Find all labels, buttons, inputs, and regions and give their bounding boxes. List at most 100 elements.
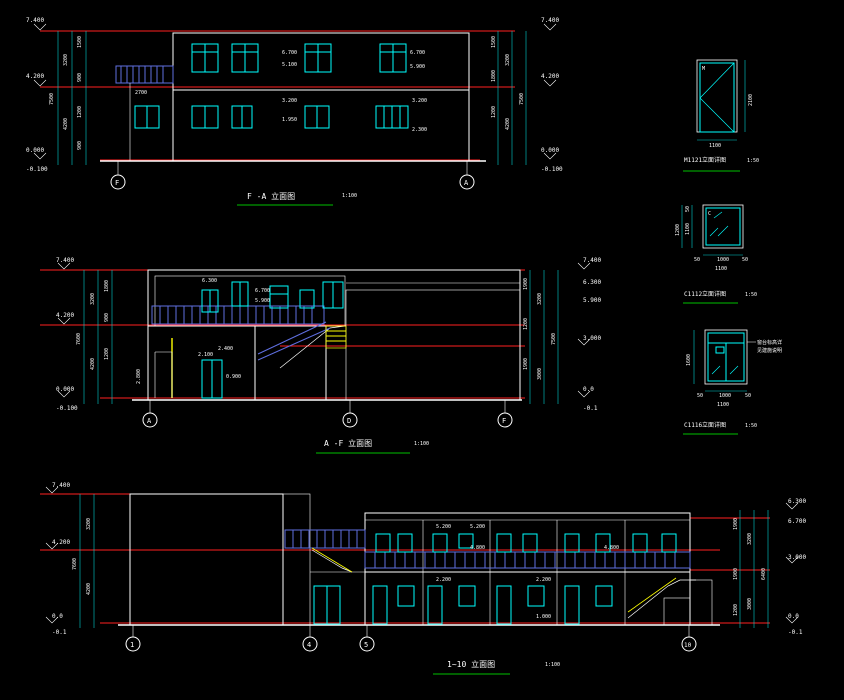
b-axis-label-5: 5 xyxy=(364,641,368,649)
af-elev-right-top: 7.400 xyxy=(583,257,601,264)
af-dim-r-b: 1200 xyxy=(523,318,529,330)
view-title-fa: F -A 立面图 xyxy=(247,191,295,201)
b-label-2200: 2.200 xyxy=(436,577,451,583)
b-dim-3200: 3200 xyxy=(86,518,92,530)
b-label-5200: 5.200 xyxy=(436,524,451,530)
b-label-4800: 4.800 xyxy=(470,545,485,551)
af-label-6700: 6.700 xyxy=(255,288,270,294)
c1116-width: 1100 xyxy=(717,402,729,408)
elev-left-0: 0.000 xyxy=(26,147,44,154)
af-axis-bubble-a xyxy=(142,412,158,428)
dim-fa-7500: 7500 xyxy=(49,93,55,105)
af-label-2100: 2.100 xyxy=(198,352,213,358)
b-dim-r-f: 6400 xyxy=(761,568,767,580)
b-label-4800-b: 4.800 xyxy=(604,545,619,551)
label-5900: 5.900 xyxy=(410,64,425,70)
label-2300: 2.300 xyxy=(412,127,427,133)
elev-left-7400: 7.400 xyxy=(26,17,44,24)
af-dim-r-f: 7500 xyxy=(551,333,557,345)
axis-bubble-f xyxy=(110,174,126,190)
elev-left-neg: -0.100 xyxy=(26,166,48,173)
label-6700: 6.700 xyxy=(282,50,297,56)
b-elev-left-neg: -0.1 xyxy=(52,629,67,636)
c1116-scale: 1:50 xyxy=(745,423,757,429)
af-elev-left-neg: -0.100 xyxy=(56,405,78,412)
b-axis-label-10: 10 xyxy=(684,642,692,649)
b-elev-right-0: 0.0 xyxy=(788,613,799,620)
b-axis-label-1: 1 xyxy=(130,641,134,649)
m1121-mark: M xyxy=(702,66,705,72)
af-axis-label-d: D xyxy=(347,417,351,425)
b-dim-r-e: 3000 xyxy=(747,598,753,610)
af-label-2400: 2.400 xyxy=(218,346,233,352)
af-label-6300: 6.300 xyxy=(202,278,217,284)
dim-fa-3200: 3200 xyxy=(63,54,69,66)
af-elev-right-59: 5.900 xyxy=(583,297,601,304)
b-dim-r-d: 3200 xyxy=(747,533,753,545)
axis-label-a: A xyxy=(464,179,469,187)
af-dim-b: 900 xyxy=(104,313,110,322)
detail-c1112: C 50 1000 50 1100 50 1100 1200 C1112立面详图… xyxy=(675,204,757,304)
c1112-mark: C xyxy=(708,211,711,217)
dim-fa-4200: 4200 xyxy=(63,118,69,130)
af-elev-right-30: 3.000 xyxy=(583,335,601,342)
c1116-height: 1600 xyxy=(686,354,692,366)
af-elev-left-0: 0.000 xyxy=(56,386,74,393)
dim-fa-r-7500: 7500 xyxy=(519,93,525,105)
dim-fa-r-a: 1500 xyxy=(491,36,497,48)
c1116-note1: 窗台标高详 xyxy=(757,339,782,346)
c1112-w1: 50 xyxy=(694,257,700,263)
af-axis-bubble-d xyxy=(342,412,358,428)
af-dim-r-a: 1900 xyxy=(523,278,529,290)
dim-fa-d: 900 xyxy=(77,141,83,150)
af-elev-right-neg: -0.1 xyxy=(583,405,598,412)
dim-fa-r-4200: 4200 xyxy=(505,118,511,130)
elevation-fa: 6.700 5.100 6.700 5.900 3.200 1.950 3.20… xyxy=(26,17,563,206)
b-label-5200-b: 5.200 xyxy=(470,524,485,530)
b-dim-r-b: 1900 xyxy=(733,568,739,580)
label-3100: 3.200 xyxy=(282,98,297,104)
af-elev-right-63: 6.300 xyxy=(583,279,601,286)
c1112-height: 1200 xyxy=(675,224,681,236)
af-dim-4200: 4200 xyxy=(90,358,96,370)
b-dim-7600: 7600 xyxy=(72,558,78,570)
m1121-height: 2100 xyxy=(748,94,754,106)
dim-fa-a: 1500 xyxy=(77,36,83,48)
view-title-af: A -F 立面图 xyxy=(324,438,372,448)
b-elev-left-0: 0.0 xyxy=(52,613,63,620)
c1112-h2: 1100 xyxy=(685,223,691,235)
b-dim-r-a: 1900 xyxy=(733,518,739,530)
b-label-1000: 1.000 xyxy=(536,614,551,620)
af-dim-r-c: 1900 xyxy=(523,358,529,370)
af-label-0900: 0.900 xyxy=(226,374,241,380)
c1116-w2: 1000 xyxy=(719,393,731,399)
c1116-note2: 见建施说明 xyxy=(757,347,782,354)
af-dim-a: 1800 xyxy=(104,280,110,292)
view-scale-110: 1:100 xyxy=(545,662,560,668)
elevation-1-10: 5.200 5.200 4.800 4.800 2.200 2.200 1.00… xyxy=(40,482,806,675)
c1116-w1: 50 xyxy=(697,393,703,399)
b-axis-bubble-4 xyxy=(302,636,318,652)
af-axis-label-a: A xyxy=(147,417,152,425)
c1112-h1: 50 xyxy=(685,206,691,212)
detail-m1121: M 1100 2100 M1121立面详图 1:50 xyxy=(683,59,759,172)
b-elev-left-4200: 4.200 xyxy=(52,539,70,546)
af-label-2800: 2.800 xyxy=(136,369,142,384)
af-dim-c: 1200 xyxy=(104,348,110,360)
af-dim-r-e: 3000 xyxy=(537,368,543,380)
label-3100-b: 3.200 xyxy=(412,98,427,104)
dim-fa-r-b: 1800 xyxy=(491,70,497,82)
c1112-w3: 50 xyxy=(742,257,748,263)
b-elev-right-63: 6.300 xyxy=(788,498,806,505)
b-elev-right-30: 3.000 xyxy=(788,554,806,561)
b-label-2200-b: 2.200 xyxy=(536,577,551,583)
af-elev-right-0: 0.0 xyxy=(583,386,594,393)
elev-right-4200: 4.200 xyxy=(541,73,559,80)
b-dim-4200: 4200 xyxy=(86,583,92,595)
af-axis-bubble-f xyxy=(497,412,513,428)
af-dim-r-d: 3200 xyxy=(537,293,543,305)
dim-fa-r-c: 1200 xyxy=(491,106,497,118)
af-elev-left-top: 7.400 xyxy=(56,257,74,264)
c1116-w3: 50 xyxy=(745,393,751,399)
